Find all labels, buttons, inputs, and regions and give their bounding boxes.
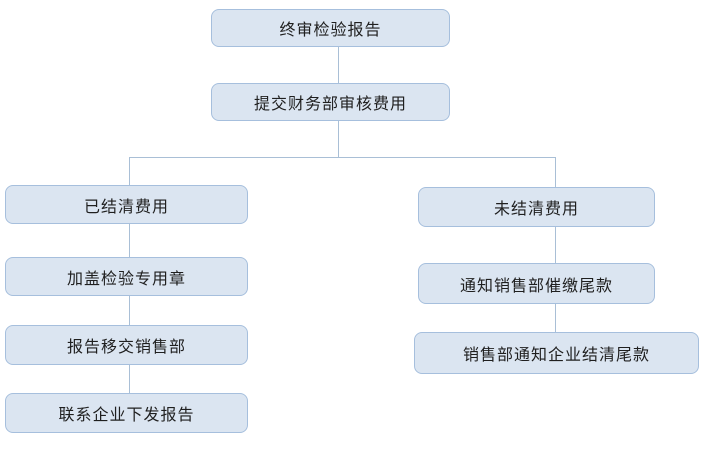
connector-unsettled-to-notify: [555, 227, 556, 263]
node-fees-settled: 已结清费用: [5, 185, 248, 224]
connector-settled-to-stamp: [129, 224, 130, 257]
connector-notify-to-settlebalance: [555, 304, 556, 332]
connector-branch-to-unsettled: [555, 157, 556, 187]
connector-branch-to-settled: [129, 157, 130, 185]
node-submit-finance-review: 提交财务部审核费用: [211, 83, 450, 121]
node-stamp-inspection-seal: 加盖检验专用章: [5, 257, 248, 296]
connector-stamp-to-transfer: [129, 296, 130, 325]
connector-final-to-submit: [338, 47, 339, 83]
connector-branch-horizontal: [129, 157, 556, 158]
connector-transfer-to-contact: [129, 365, 130, 393]
connector-submit-to-branch: [338, 120, 339, 158]
node-sales-notify-settle: 销售部通知企业结清尾款: [414, 332, 699, 374]
node-final-report: 终审检验报告: [211, 9, 450, 47]
node-contact-enterprise-issue: 联系企业下发报告: [5, 393, 248, 433]
node-report-to-sales: 报告移交销售部: [5, 325, 248, 365]
node-fees-unsettled: 未结清费用: [418, 187, 655, 227]
node-notify-sales-collect: 通知销售部催缴尾款: [418, 263, 655, 304]
